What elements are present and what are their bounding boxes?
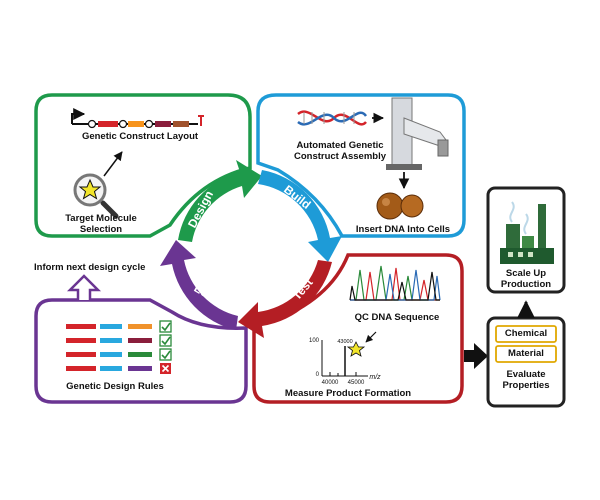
- build-arrow: [258, 170, 342, 262]
- chemical-label: Chemical: [504, 328, 548, 339]
- design-arrow: [178, 160, 262, 242]
- assembly-label-2: Construct Assembly: [293, 151, 387, 162]
- learn-arrow: [160, 240, 238, 330]
- inform-up-arrow: [66, 274, 102, 300]
- design-panel: [34, 93, 252, 238]
- genetic-construct: [71, 108, 204, 129]
- qc-label: QC DNA Sequence: [354, 312, 440, 323]
- assembly-label-1: Automated Genetic: [296, 140, 384, 151]
- ms-tick-1: 40000: [321, 380, 339, 386]
- robot-arm-icon: [386, 97, 449, 170]
- product-star-icon: [346, 341, 366, 357]
- rules-label: Genetic Design Rules: [66, 381, 164, 392]
- cycle-arrows: [160, 160, 342, 338]
- target-label-1: Target Molecule: [65, 213, 137, 224]
- cross-icon: [160, 363, 171, 374]
- design-rules-bars: [66, 324, 152, 371]
- insert-label: Insert DNA Into Cells: [355, 224, 451, 235]
- material-label: Material: [508, 348, 544, 359]
- learn-panel: [34, 298, 248, 404]
- measure-label: Measure Product Formation: [284, 388, 412, 399]
- check-icon: [159, 320, 172, 361]
- scaleup-label-1: Scale Up: [505, 268, 547, 279]
- dna-helix-icon: [297, 110, 368, 126]
- dna-sequence-trace: [349, 265, 441, 301]
- factory-icon: [500, 201, 554, 264]
- evaluate-label-1: Evaluate: [506, 369, 546, 380]
- scaleup-label-2: Production: [500, 279, 552, 290]
- magnifier-star-icon: [73, 173, 119, 219]
- ms-axis-y0: 0: [315, 372, 319, 378]
- output-arrow: [464, 343, 488, 369]
- test-arrow: [238, 260, 332, 338]
- target-label-2: Selection: [79, 224, 123, 235]
- ms-tick-2: 45000: [347, 380, 365, 386]
- cells-icon: [376, 192, 424, 220]
- ms-peak-label: 43000: [337, 339, 353, 345]
- ms-axis-x: m/z: [369, 374, 381, 381]
- build-panel: [256, 93, 466, 238]
- mass-spectrum: [321, 331, 377, 377]
- construct-label: Genetic Construct Layout: [81, 131, 199, 142]
- chemical-box: [495, 325, 557, 343]
- evaluate-label-2: Properties: [502, 380, 550, 391]
- inform-label: Inform next design cycle: [34, 262, 146, 273]
- material-box: [495, 345, 557, 363]
- ms-axis-y: 100: [308, 338, 319, 344]
